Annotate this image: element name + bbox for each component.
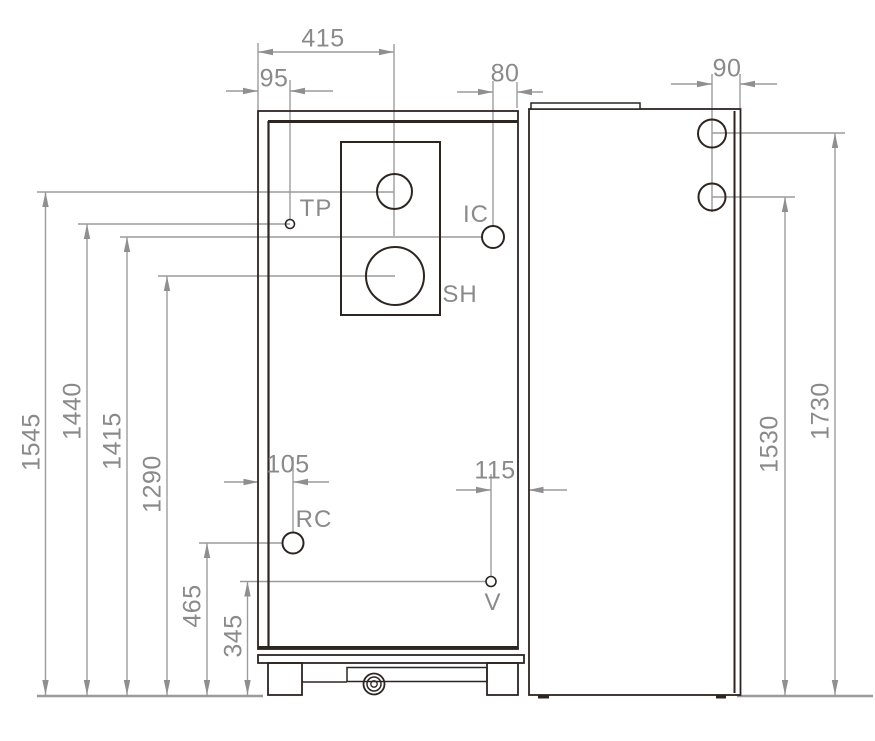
arrow xyxy=(290,87,305,95)
dim-1290-label: 1290 xyxy=(138,455,167,513)
dim-415-label: 415 xyxy=(301,24,345,53)
arrow xyxy=(476,486,491,494)
arrow xyxy=(243,478,259,486)
dim-80-label: 80 xyxy=(490,59,520,88)
dimension-lines xyxy=(37,43,845,695)
burner-panel xyxy=(340,141,441,316)
side-hole-lower xyxy=(697,182,727,212)
front-view xyxy=(257,110,525,696)
dim-1415-label: 1415 xyxy=(98,412,127,470)
right-foot xyxy=(486,662,519,696)
arrow xyxy=(258,48,273,56)
arrow xyxy=(203,543,211,558)
ic-hole xyxy=(481,225,505,249)
drain-pipe xyxy=(346,666,488,683)
arrow xyxy=(243,87,258,95)
arrow xyxy=(517,88,532,96)
drain-valve-outer xyxy=(362,672,386,696)
side-hole-upper xyxy=(697,118,727,149)
arrow xyxy=(83,224,91,239)
sh-hole xyxy=(365,246,425,306)
side-foot-pad-left xyxy=(538,695,549,699)
side-body-outline xyxy=(528,108,742,696)
arrow xyxy=(740,80,755,88)
port-label-rc: RC xyxy=(295,506,333,533)
dimension-arrows xyxy=(42,48,839,695)
dim-105-label: 105 xyxy=(266,450,310,479)
port-label-sh: SH xyxy=(442,281,478,308)
drain-valve-mid xyxy=(366,676,382,692)
arrow xyxy=(42,680,49,695)
arrow xyxy=(697,80,712,88)
dim-1530-label: 1530 xyxy=(755,415,784,473)
arrow xyxy=(831,133,839,148)
arrow xyxy=(781,197,789,212)
port-label-tp: TP xyxy=(299,195,333,222)
dim-95-label: 95 xyxy=(259,64,289,93)
dim-90-label: 90 xyxy=(712,54,742,83)
arrow xyxy=(203,680,211,695)
dim-465-label: 465 xyxy=(178,584,207,628)
drain-valve-inner xyxy=(370,680,378,688)
side-top-lip xyxy=(530,102,641,110)
dim-345-label: 345 xyxy=(219,614,248,658)
dim-1730-label: 1730 xyxy=(806,382,835,440)
arrow xyxy=(123,680,131,695)
base-plate xyxy=(257,654,525,664)
arrow xyxy=(379,48,394,56)
burner-top-hole xyxy=(376,173,413,210)
arrow xyxy=(478,88,493,96)
arrow xyxy=(163,680,171,695)
v-hole xyxy=(485,575,497,588)
side-foot-pad-right xyxy=(716,695,726,699)
arrow xyxy=(83,680,91,695)
arrow xyxy=(244,680,251,695)
arrow xyxy=(123,237,131,252)
arrow xyxy=(42,192,49,207)
left-foot xyxy=(267,662,303,696)
arrow xyxy=(831,680,839,695)
tp-hole xyxy=(284,218,296,230)
arrow xyxy=(781,680,789,695)
dim-115-label: 115 xyxy=(474,456,516,485)
dim-1440-label: 1440 xyxy=(58,382,87,440)
rc-hole xyxy=(281,531,305,555)
arrow xyxy=(528,486,544,494)
arrow xyxy=(293,478,308,486)
port-label-ic: IC xyxy=(463,201,489,228)
side-view xyxy=(528,102,742,699)
port-label-v: V xyxy=(484,589,502,616)
arrow xyxy=(163,276,171,291)
dim-1545-label: 1545 xyxy=(17,413,46,471)
arrow xyxy=(244,581,251,597)
